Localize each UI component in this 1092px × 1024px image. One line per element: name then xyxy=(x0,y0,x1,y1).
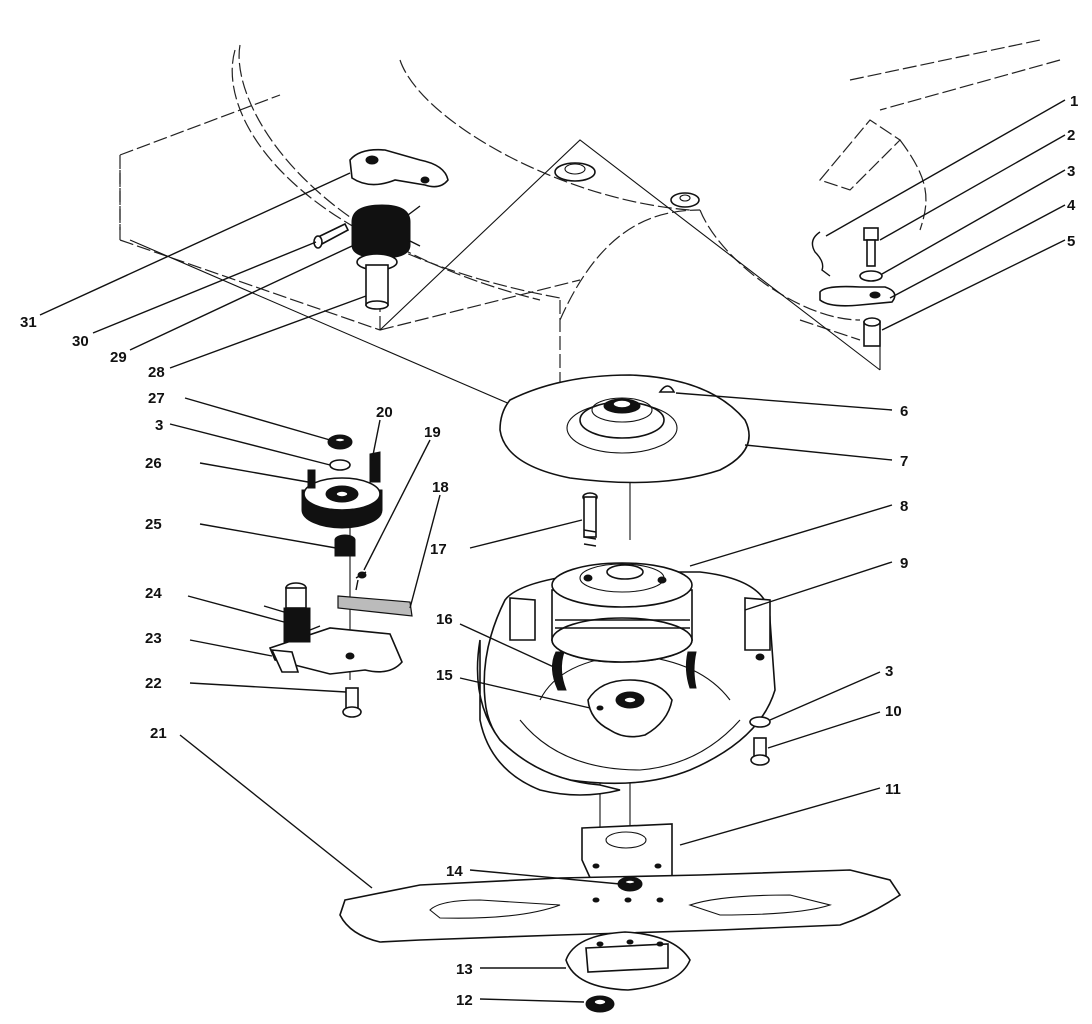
label-17: 17 xyxy=(430,541,447,558)
label-5: 5 xyxy=(1067,233,1075,250)
deck-boss-left xyxy=(554,162,596,182)
screw-part-19 xyxy=(355,571,367,591)
label-10: 10 xyxy=(885,703,902,720)
label-25: 25 xyxy=(145,516,162,533)
label-9: 9 xyxy=(900,555,908,572)
label-1: 1 xyxy=(1070,93,1078,110)
label-3-right: 3 xyxy=(885,663,893,680)
label-3-top: 3 xyxy=(1067,163,1075,180)
hub-part-13 xyxy=(565,931,691,991)
spacer-part-25 xyxy=(334,534,356,557)
leader-lines xyxy=(39,99,1066,1003)
label-31: 31 xyxy=(20,314,37,331)
deck-boss-right xyxy=(670,192,700,208)
label-2: 2 xyxy=(1067,127,1075,144)
label-24: 24 xyxy=(145,585,162,602)
key-part-6 xyxy=(658,385,676,393)
label-22: 22 xyxy=(145,675,162,692)
label-3-left: 3 xyxy=(155,417,163,434)
label-13: 13 xyxy=(456,961,473,978)
nut-part-12 xyxy=(585,995,615,1013)
spring-part-29 xyxy=(351,204,421,259)
label-6: 6 xyxy=(900,403,908,420)
part-number-labels: 1 2 3 4 5 6 7 8 9 3 10 11 14 13 12 31 30… xyxy=(20,93,1078,1009)
idler-pulley-part-26 xyxy=(301,477,383,529)
clip-part-1 xyxy=(811,231,831,277)
label-14: 14 xyxy=(446,863,463,880)
label-20: 20 xyxy=(376,404,393,421)
blade-adapter-part-11 xyxy=(581,823,673,883)
blade-part-21 xyxy=(339,869,902,943)
pin-part-17 xyxy=(582,492,598,547)
bearing-flange-part-15 xyxy=(587,679,673,738)
brake-lever-part-31 xyxy=(349,148,449,188)
nut-part-14 xyxy=(617,876,643,892)
spring-part-24 xyxy=(263,582,321,643)
label-15: 15 xyxy=(436,667,453,684)
label-19: 19 xyxy=(424,424,441,441)
washer-part-3-right xyxy=(749,716,771,728)
label-30: 30 xyxy=(72,333,89,350)
label-21: 21 xyxy=(150,725,167,742)
washer-part-3-left xyxy=(329,459,351,471)
clips-part-16 xyxy=(552,651,697,691)
label-23: 23 xyxy=(145,630,162,647)
bushing-part-28 xyxy=(356,253,398,310)
label-12: 12 xyxy=(456,992,473,1009)
label-7: 7 xyxy=(900,453,908,470)
label-4: 4 xyxy=(1067,197,1076,214)
label-16: 16 xyxy=(436,611,453,628)
label-11: 11 xyxy=(885,781,901,798)
label-8: 8 xyxy=(900,498,908,515)
pulley-part-8 xyxy=(551,562,693,663)
nut-part-27 xyxy=(327,434,353,450)
screw-part-10 xyxy=(750,737,770,766)
blade-plate-part-7 xyxy=(499,374,750,484)
bolt-part-22 xyxy=(342,687,362,718)
label-18: 18 xyxy=(432,479,449,496)
mower-deck-outline xyxy=(119,39,1061,390)
label-26: 26 xyxy=(145,455,162,472)
label-29: 29 xyxy=(110,349,127,366)
label-27: 27 xyxy=(148,390,165,407)
bar-part-18 xyxy=(337,595,413,617)
label-28: 28 xyxy=(148,364,165,381)
link-part-4 xyxy=(819,285,896,307)
spacer-part-5 xyxy=(863,317,881,347)
washer-part-3-top xyxy=(859,270,883,282)
bolt-part-2 xyxy=(863,227,879,267)
pin-part-30 xyxy=(313,222,350,249)
assembly-lines xyxy=(129,139,881,900)
